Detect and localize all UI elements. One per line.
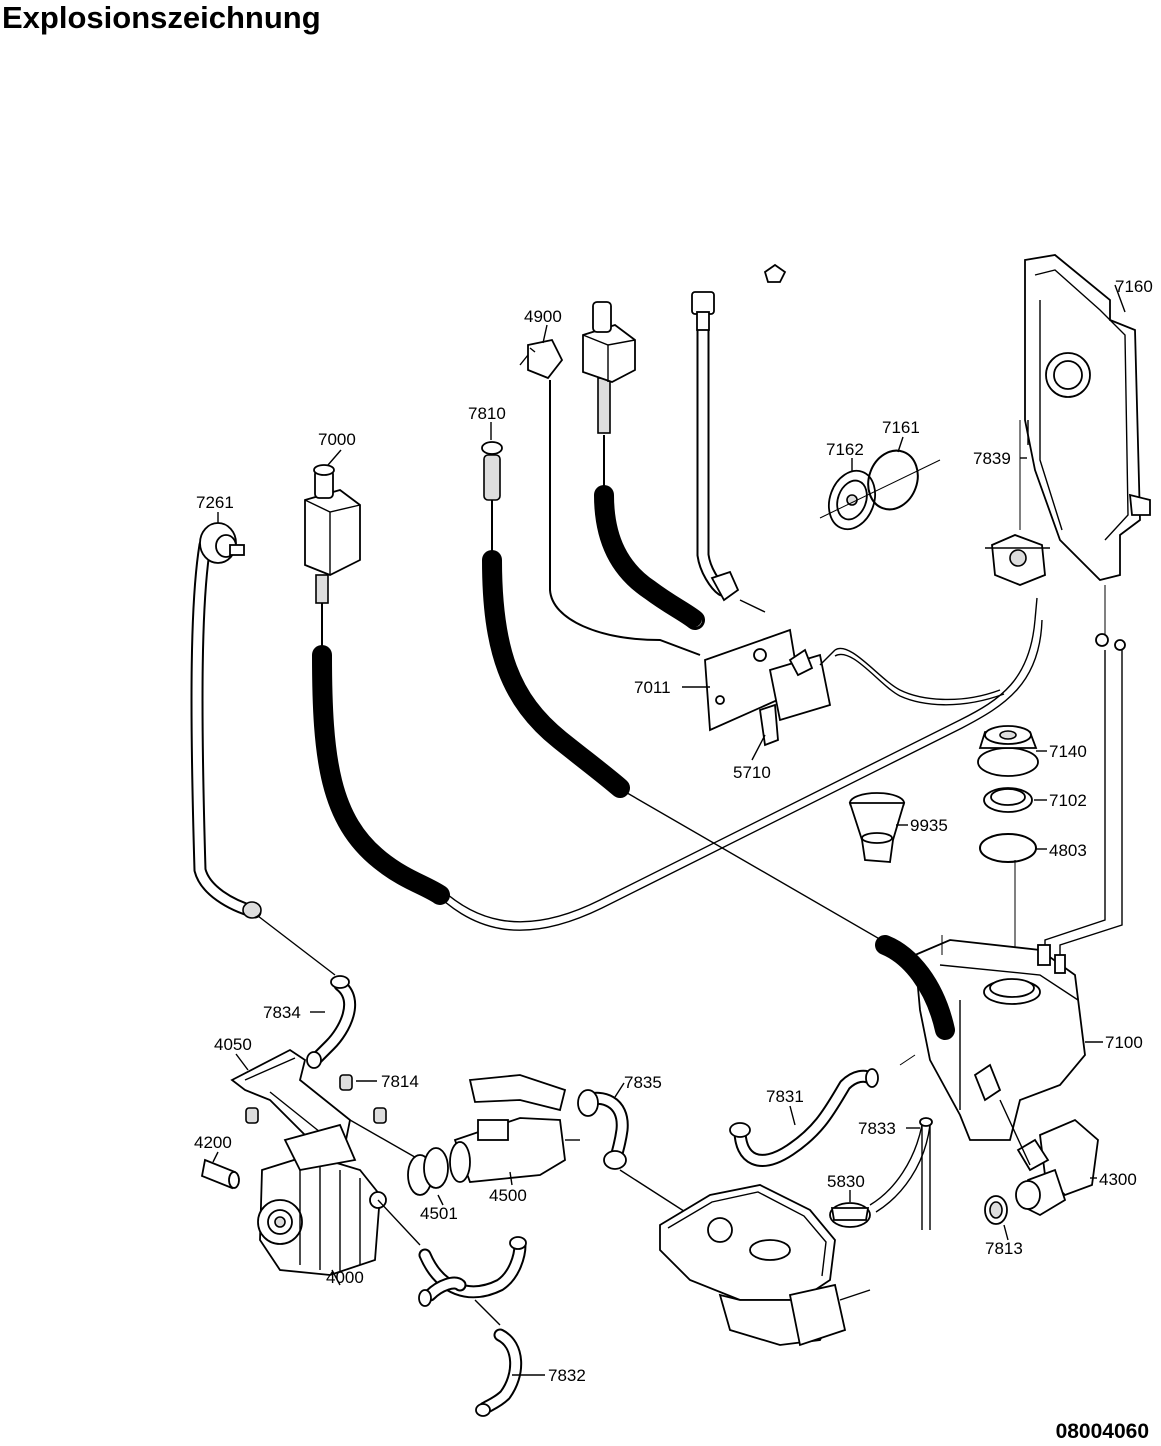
hose-7833 xyxy=(869,1117,933,1230)
seal-4803 xyxy=(979,833,1037,863)
part-5830 xyxy=(829,1202,871,1228)
label-4000: 4000 xyxy=(326,1268,364,1287)
heater-4500 xyxy=(449,1074,580,1183)
label-4500: 4500 xyxy=(489,1186,527,1205)
sump-housing xyxy=(659,1184,871,1347)
thread-ring-7102 xyxy=(983,787,1033,813)
seal-4501 xyxy=(407,1147,449,1196)
leader-lines xyxy=(212,284,1126,1376)
document-number: 08004060 xyxy=(1055,1420,1149,1443)
label-7813: 7813 xyxy=(985,1239,1023,1258)
softener-7100 xyxy=(899,935,1086,1141)
part-labels: 7261 7000 7810 4900 7162 7161 7839 7160 … xyxy=(194,277,1153,1385)
label-7831: 7831 xyxy=(766,1087,804,1106)
label-7100: 7100 xyxy=(1105,1033,1143,1052)
label-7011: 7011 xyxy=(634,678,671,697)
tank-inlet-hose xyxy=(875,935,955,1040)
label-7160: 7160 xyxy=(1115,277,1153,296)
label-4900: 4900 xyxy=(524,307,562,326)
label-7835: 7835 xyxy=(624,1073,662,1092)
label-7140: 7140 xyxy=(1049,742,1087,761)
label-7833: 7833 xyxy=(858,1119,896,1138)
label-7161: 7161 xyxy=(882,418,920,437)
label-7832: 7832 xyxy=(548,1366,586,1385)
aquastop-upper xyxy=(582,301,705,630)
label-7814: 7814 xyxy=(381,1072,419,1091)
flow-meter-7162 xyxy=(819,459,941,531)
air-break-7160 xyxy=(1024,254,1151,640)
mains-cable-4900 xyxy=(519,338,701,656)
label-7102: 7102 xyxy=(1049,791,1087,810)
label-4200: 4200 xyxy=(194,1133,232,1152)
inlet-hose-small xyxy=(691,291,766,613)
hose-7831 xyxy=(729,1068,879,1167)
funnel-9935 xyxy=(848,792,906,863)
page-title: Explosionszeichnung xyxy=(2,0,321,35)
seal-ring-7161 xyxy=(867,449,919,511)
label-7000: 7000 xyxy=(318,430,356,449)
clamps-7814 xyxy=(245,1074,387,1124)
cable-harness xyxy=(427,597,1043,931)
elbow-hose-7835 xyxy=(577,1089,691,1216)
drain-hose-7810 xyxy=(481,441,891,946)
drain-hose-7261 xyxy=(190,522,336,976)
label-5830: 5830 xyxy=(827,1172,865,1191)
cap-7140 xyxy=(977,725,1039,777)
label-7839: 7839 xyxy=(973,449,1011,468)
small-clip xyxy=(763,263,787,283)
label-4050: 4050 xyxy=(214,1035,252,1054)
seal-7813 xyxy=(984,1195,1008,1225)
valve-bracket-7011 xyxy=(704,628,1005,747)
inlet-hose-7000 xyxy=(304,464,450,905)
label-7834: 7834 xyxy=(263,1003,301,1022)
label-4501: 4501 xyxy=(420,1204,458,1223)
hose-7832 xyxy=(418,1236,527,1417)
circulation-pump-4000 xyxy=(257,1123,421,1276)
drain-pump-4300 xyxy=(999,1099,1099,1217)
hose-7834 xyxy=(306,975,357,1069)
pressure-switch-7839 xyxy=(985,420,1050,586)
label-7261: 7261 xyxy=(196,493,234,512)
label-7810: 7810 xyxy=(468,404,506,423)
label-4300: 4300 xyxy=(1099,1170,1137,1189)
label-7162: 7162 xyxy=(826,440,864,459)
label-5710: 5710 xyxy=(733,763,771,782)
label-9935: 9935 xyxy=(910,816,948,835)
label-4803: 4803 xyxy=(1049,841,1087,860)
part-4200 xyxy=(200,1158,240,1190)
